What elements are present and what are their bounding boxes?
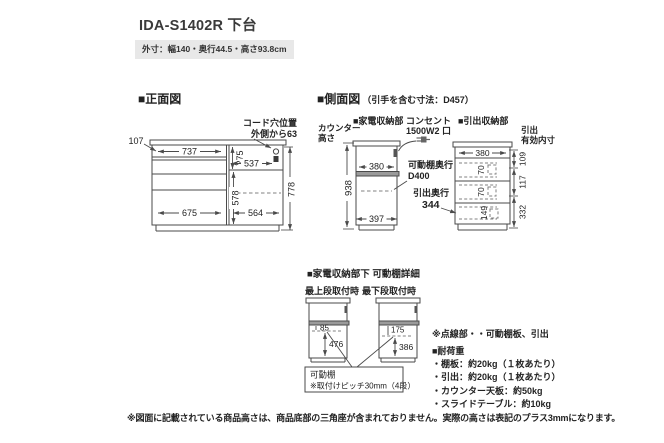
dim-578: 578: [231, 190, 241, 205]
dim-85: 85: [320, 324, 329, 333]
load-capacity-title: ■耐荷重: [432, 346, 465, 356]
dim-778: 778: [287, 182, 297, 197]
shelf-detail-diagram: [304, 297, 421, 393]
front-view-title: ■正面図: [138, 92, 182, 106]
dim-inner-332: 332: [518, 205, 528, 219]
load-capacity-item: ・カウンター天板：約50kg: [432, 385, 543, 396]
load-capacity-item: ・引出：約20kg（１枚あたり）: [432, 372, 561, 383]
outer-dimensions-badge: 外寸：幅140・奥行44.5・高さ93.8cm: [135, 40, 294, 59]
shelf-depth-label-1: 可動棚奥行: [408, 159, 453, 170]
drawer-section-label: ■引出収納部: [458, 115, 508, 126]
drawer-inner-label-2: 有効内寸: [521, 135, 556, 145]
outlet-label-2: 1500W2 口: [406, 126, 451, 136]
side-view-appliance-labels: ■家電収納部 コンセント 1500W2 口 カウンター 高さ 938 380 可…: [318, 115, 453, 227]
cord-hole-label-1: コード穴位置: [243, 117, 297, 128]
dim-938: 938: [344, 180, 355, 196]
counter-height-label-1: カウンター: [318, 123, 361, 133]
dim-397: 397: [369, 214, 384, 224]
dim-386: 386: [399, 342, 413, 352]
drawer-inner-dashed: [459, 162, 499, 220]
cord-hole-label-2: 外側から63: [250, 128, 297, 139]
dim-inner-109: 109: [518, 152, 528, 166]
shelf-detail-title: ■家電収納部下 可動棚詳細: [307, 268, 420, 280]
dim-344: 344: [422, 199, 440, 211]
callout-label-1: 可動棚: [310, 370, 336, 380]
dim-737: 737: [182, 147, 197, 157]
drawer-depth-label: 引出奥行: [413, 187, 449, 198]
shelf-detail-labels: ■家電収納部下 可動棚詳細 最上段取付時 最下段取付時 85 476 175 3…: [305, 268, 420, 391]
dim-476: 476: [329, 339, 343, 349]
drawer-inner-label-1: 引出: [521, 125, 538, 135]
dim-appliance-380: 380: [369, 162, 384, 172]
dim-drawer2-70: 70: [476, 187, 486, 197]
load-capacity-block: ■耐荷重 ・棚板：約20kg（１枚あたり） ・引出：約20kg（１枚あたり） ・…: [432, 345, 561, 411]
dim-inner-117: 117: [518, 175, 528, 189]
shelf-depth-label-2: D400: [408, 171, 430, 181]
dim-675: 675: [182, 208, 197, 218]
dim-drawer3-149: 149: [479, 206, 489, 220]
drawer-body: [454, 146, 511, 225]
outlet-mark: [393, 149, 397, 157]
dim-drawer-380: 380: [475, 148, 489, 158]
top-mount-label: 最上段取付時: [305, 285, 359, 296]
front-cabinet-body: [151, 144, 284, 226]
side-view-drawer-diagram: [452, 141, 518, 231]
dim-drawer1-70: 70: [476, 165, 486, 175]
cord-hole-icon: [272, 148, 280, 155]
callout-label-2: ※取付けピッチ30mm（4段）: [310, 381, 415, 391]
outlet-label-1: コンセント: [406, 116, 451, 126]
footer-note: ※図面に記載されている商品高さは、商品底部の三角座が含まれておりません。実際の高…: [127, 413, 621, 423]
dim-537: 537: [244, 159, 259, 169]
load-capacity-item: ・スライドテーブル：約10kg: [432, 398, 551, 409]
dim-275: 275: [235, 150, 245, 165]
side-view-title: ■側面図: [317, 92, 361, 106]
front-view-dimensions: 737 107 275 537 778 578 675 564 コード穴位置 外…: [128, 117, 297, 230]
dotted-line-note: ※点線部・・可動棚板、引出: [432, 329, 549, 339]
slide-table-bar: [355, 171, 400, 177]
dim-175: 175: [391, 326, 405, 335]
side-view-title-note: （引手を含む寸法：D457）: [362, 95, 474, 105]
front-view-diagram: [149, 139, 293, 232]
side-view-drawer-labels: ■引出収納部 380 70 70 149 引出奥行 344 引出 有効内寸 10…: [413, 115, 556, 227]
counter-height-label-2: 高さ: [318, 133, 335, 143]
front-counter-top: [149, 139, 287, 146]
power-plug-icon: [416, 136, 430, 143]
side-view-appliance-diagram: [343, 140, 401, 231]
appliance-body: [355, 145, 398, 226]
appliance-section-label: ■家電収納部: [353, 115, 403, 126]
appliance-counter-top: [352, 140, 401, 147]
drawer-counter-top: [452, 141, 513, 148]
product-title: IDA-S1402R 下台: [139, 18, 257, 34]
bottom-mount-label: 最下段取付時: [362, 285, 416, 296]
dim-107: 107: [128, 136, 143, 146]
dim-564: 564: [248, 208, 263, 218]
cord-hole-mark: [273, 156, 279, 162]
load-capacity-item: ・棚板：約20kg（１枚あたり）: [432, 359, 561, 370]
